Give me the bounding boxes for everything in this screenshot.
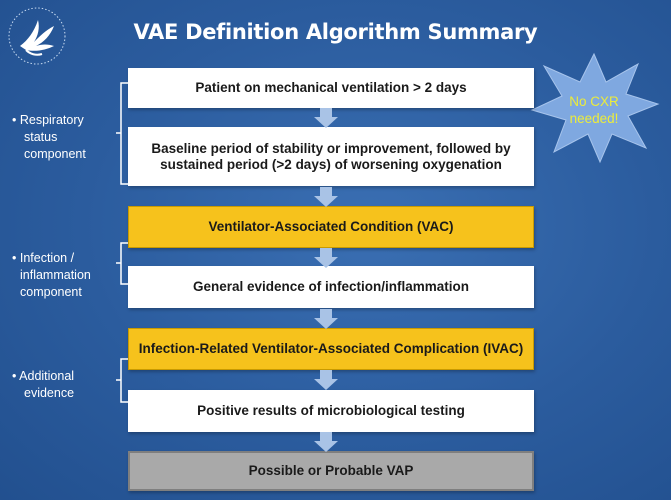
bracket-respiratory [116, 82, 128, 185]
box-vap: Possible or Probable VAP [128, 451, 534, 491]
box-infection-evidence: General evidence of infection/inflammati… [128, 266, 534, 308]
page-title: VAE Definition Algorithm Summary [133, 20, 538, 44]
down-arrow-icon [314, 432, 338, 452]
bracket-infection [116, 242, 128, 285]
callout-line-1: No CXR [569, 94, 619, 109]
hhs-eagle-logo-icon [8, 7, 66, 65]
starburst-callout [530, 52, 660, 164]
box-mechanical-ventilation: Patient on mechanical ventilation > 2 da… [128, 68, 534, 108]
callout-text: No CXR needed! [528, 93, 660, 127]
side-label-infection: • Infection / inflammation component [12, 251, 91, 299]
side-label-additional: • Additional evidence [12, 369, 75, 400]
down-arrow-icon [314, 187, 338, 207]
box-microbiological-testing: Positive results of microbiological test… [128, 390, 534, 432]
box-ivac: Infection-Related Ventilator-Associated … [128, 328, 534, 370]
down-arrow-icon [314, 248, 338, 268]
side-label-respiratory: • Respiratory status component [12, 113, 86, 161]
down-arrow-icon [314, 309, 338, 329]
box-baseline-period: Baseline period of stability or improvem… [128, 127, 534, 186]
bracket-additional [116, 358, 128, 403]
box-vac: Ventilator-Associated Condition (VAC) [128, 206, 534, 248]
down-arrow-icon [314, 370, 338, 390]
down-arrow-icon [314, 108, 338, 128]
callout-line-2: needed! [569, 111, 619, 126]
